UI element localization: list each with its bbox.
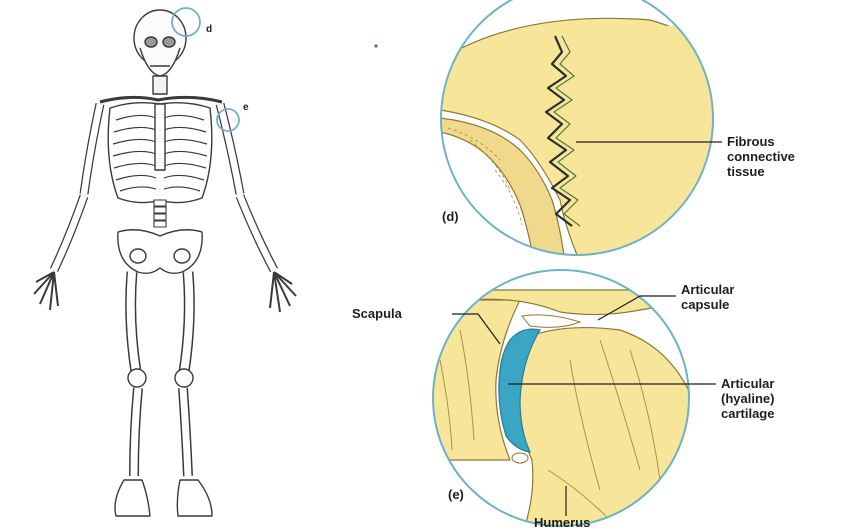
panel-d-caption: (d) [442,209,459,224]
skeleton-figure [34,10,296,516]
fibrous-tissue-label: Fibrous connective tissue [727,134,795,179]
articular-capsule-label-line-1: Articular [681,282,734,297]
articular-cartilage-label-line-2: (hyaline) [721,391,774,406]
fibrous-tissue-label-line-3: tissue [727,164,795,179]
panel-d-suture-detail [440,0,760,300]
articular-capsule-label-line-2: capsule [681,297,734,312]
skeleton-marker-d: d [206,24,212,35]
skeleton-marker-e: e [243,102,249,113]
articular-capsule-label: Articular capsule [681,282,734,312]
panel-e-caption: (e) [448,487,464,502]
articular-cartilage-label: Articular (hyaline) cartilage [721,376,774,421]
scapula-label: Scapula [352,306,402,321]
panel-e-shoulder-detail [430,270,716,527]
fibrous-tissue-label-line-2: connective [727,149,795,164]
articular-cartilage-label-line-1: Articular [721,376,774,391]
articular-cartilage-label-line-3: cartilage [721,406,774,421]
pelvis [118,230,202,274]
humerus-label: Humerus [534,515,590,530]
fibrous-tissue-label-line-1: Fibrous [727,134,795,149]
